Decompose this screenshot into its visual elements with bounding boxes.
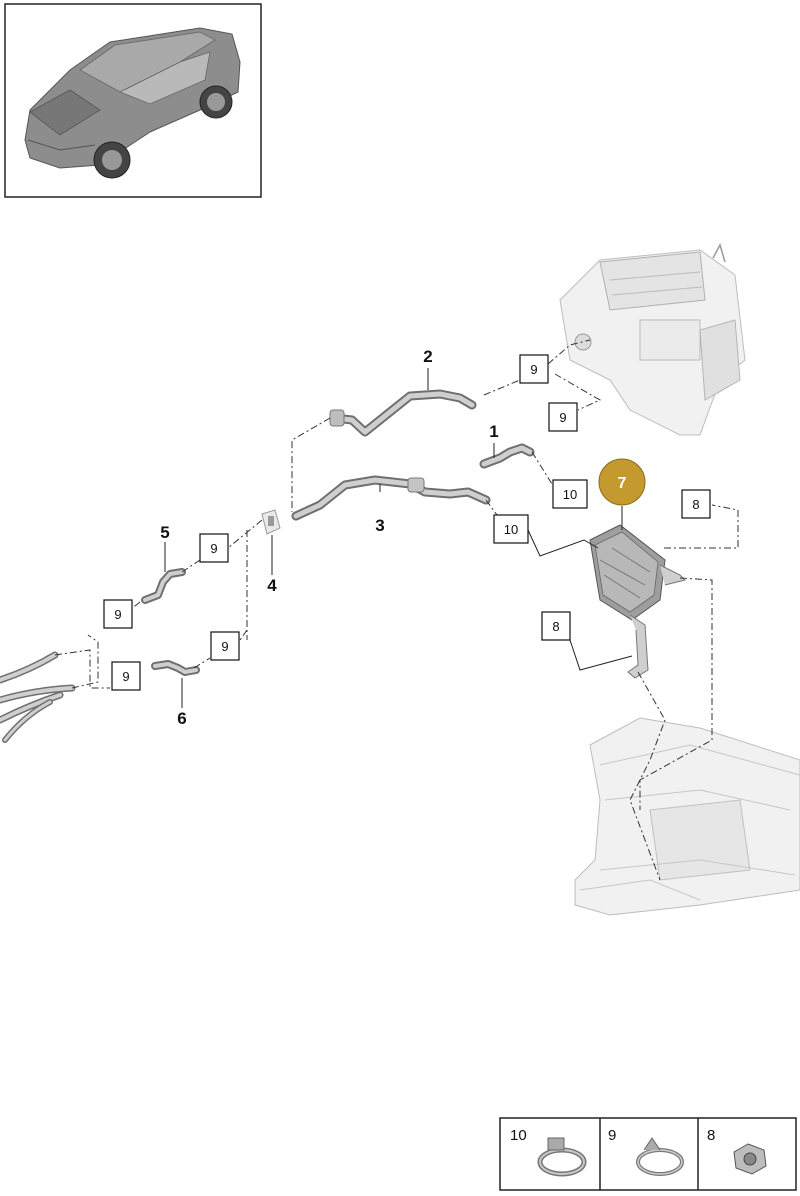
box-label: 9 [210,541,217,556]
part-number-5: 5 [160,523,169,542]
bracket-4 [261,509,281,535]
suv-icon [24,27,241,179]
box-label: 9 [530,362,537,377]
part-number-6: 6 [177,709,186,728]
box-label: 10 [563,487,577,502]
pipe-1 [479,443,535,469]
box-label: 9 [114,607,121,622]
box-9-bracket: 9 [210,631,240,661]
part-number-7: 7 [618,475,627,492]
box-9-pipe-5: 9 [199,533,229,563]
box-10-pipe-1: 10 [552,479,588,509]
pipe-2 [329,389,477,437]
highlighted-callout-7[interactable]: 7 [598,458,646,506]
box-label: 9 [122,669,129,684]
legend-cell-10: 10 [510,1127,587,1177]
box-9-hvac-upper: 9 [519,354,549,384]
box-10-pipe-3: 10 [493,514,529,544]
box-8-upper: 8 [681,489,711,519]
legend-cell-9: 9 [608,1127,684,1176]
box-8-lower: 8 [541,611,571,641]
control-module-7 [589,524,686,679]
pipe-5 [141,568,186,604]
box-label: 10 [504,522,518,537]
legend-cell-8: 8 [707,1127,767,1175]
pipe-6 [151,660,200,676]
legend-label: 10 [510,1127,527,1144]
spring-clamp-icon [636,1137,684,1176]
box-label: 9 [559,410,566,425]
hvac-unit [559,243,746,436]
body-structure [574,717,800,916]
hex-nut-icon [733,1143,767,1175]
cut-hoses [0,651,76,743]
part-number-2: 2 [423,347,432,366]
box-9-left-upper: 9 [103,599,133,629]
legend-label: 9 [608,1127,616,1144]
hose-clamp-icon [537,1137,587,1177]
box-label: 9 [221,639,228,654]
box-9-hvac-lower: 9 [548,402,578,432]
box-9-left-lower: 9 [111,661,141,691]
part-number-4: 4 [267,576,277,595]
legend-label: 8 [707,1127,715,1144]
part-number-1: 1 [489,422,498,441]
pipe-3 [291,475,491,521]
connection-lines [54,339,739,881]
part-number-3: 3 [375,516,384,535]
leader-lines [164,368,633,708]
vehicle-thumbnail [4,3,262,198]
box-label: 8 [552,619,559,634]
hardware-legend: 10 9 8 [499,1117,797,1191]
box-label: 8 [692,497,699,512]
